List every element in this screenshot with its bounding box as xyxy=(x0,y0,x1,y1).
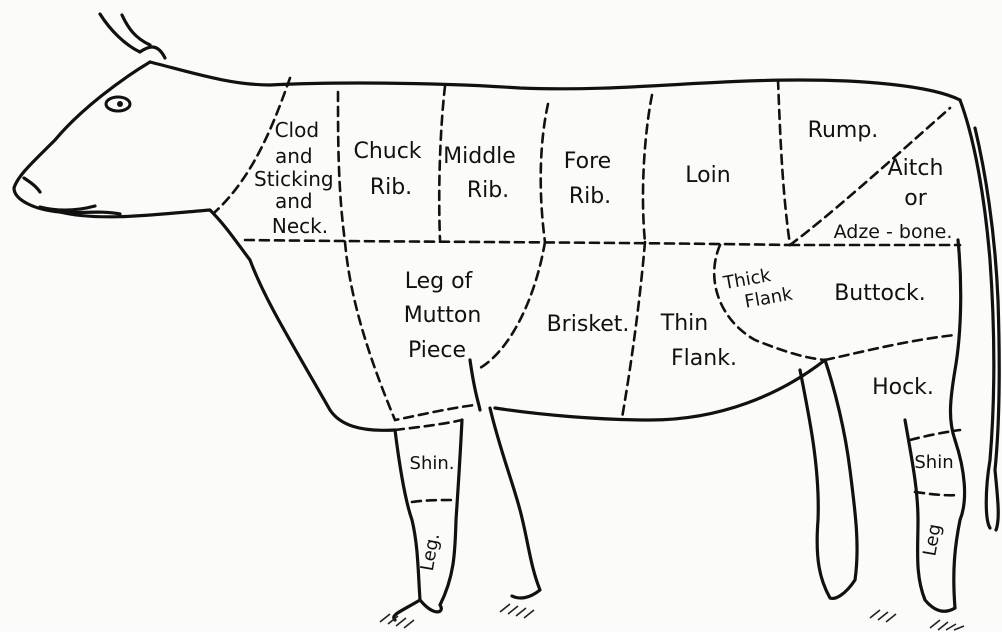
label-hock: Hock. xyxy=(872,375,934,400)
label-aitch: Aitch or Adze - bone. xyxy=(834,156,953,243)
ear xyxy=(100,14,165,58)
face-line xyxy=(14,62,150,214)
hoof-hatching xyxy=(380,604,964,630)
label-thin-flank: Thin Flank. xyxy=(660,311,737,371)
cut-fore-loin xyxy=(643,95,652,242)
label-thick-flank: Thick Flank xyxy=(721,262,795,316)
label-leg-of-mutton: Leg of Mutton Piece xyxy=(404,269,489,363)
eye-pupil xyxy=(117,101,123,107)
cut-front-shin-top xyxy=(395,420,462,430)
label-middle-rib: Middle Rib. xyxy=(443,144,523,203)
label-loin: Loin xyxy=(685,163,730,188)
back-line xyxy=(150,62,960,100)
cut-loin-rump xyxy=(778,80,790,245)
mouth xyxy=(40,206,95,210)
hind-leg-2 xyxy=(905,420,965,611)
front-leg-2 xyxy=(470,360,540,598)
cut-front-shin-bottom xyxy=(412,500,456,502)
label-brisket: Brisket. xyxy=(547,312,630,337)
label-buttock: Buttock. xyxy=(834,281,926,306)
belly-line xyxy=(495,360,825,420)
label-fore-rib: Fore Rib. xyxy=(564,149,618,209)
label-leg-front: Leg. xyxy=(417,532,444,573)
label-rump: Rump. xyxy=(808,118,879,143)
hind-back xyxy=(950,240,960,440)
cut-hind-shin-bottom xyxy=(915,492,958,495)
front-leg-1 xyxy=(394,420,462,620)
rump-line xyxy=(960,100,994,528)
cut-buttock-hock xyxy=(825,335,955,360)
cut-horizontal-main xyxy=(245,240,790,245)
label-shin-hind: Shin xyxy=(914,452,953,473)
label-leg-hind: Leg xyxy=(919,522,945,557)
cut-middle-fore xyxy=(541,104,548,242)
cut-leg-brisket xyxy=(480,242,545,368)
label-chuck-rib: Chuck Rib. xyxy=(353,139,428,200)
hind-leg-1 xyxy=(800,360,857,598)
cow-outline xyxy=(14,14,999,630)
label-shin-front: Shin. xyxy=(410,453,455,474)
cut-labels: Clod and Sticking and Neck. Chuck Rib. M… xyxy=(254,118,954,573)
nostril xyxy=(24,178,40,192)
